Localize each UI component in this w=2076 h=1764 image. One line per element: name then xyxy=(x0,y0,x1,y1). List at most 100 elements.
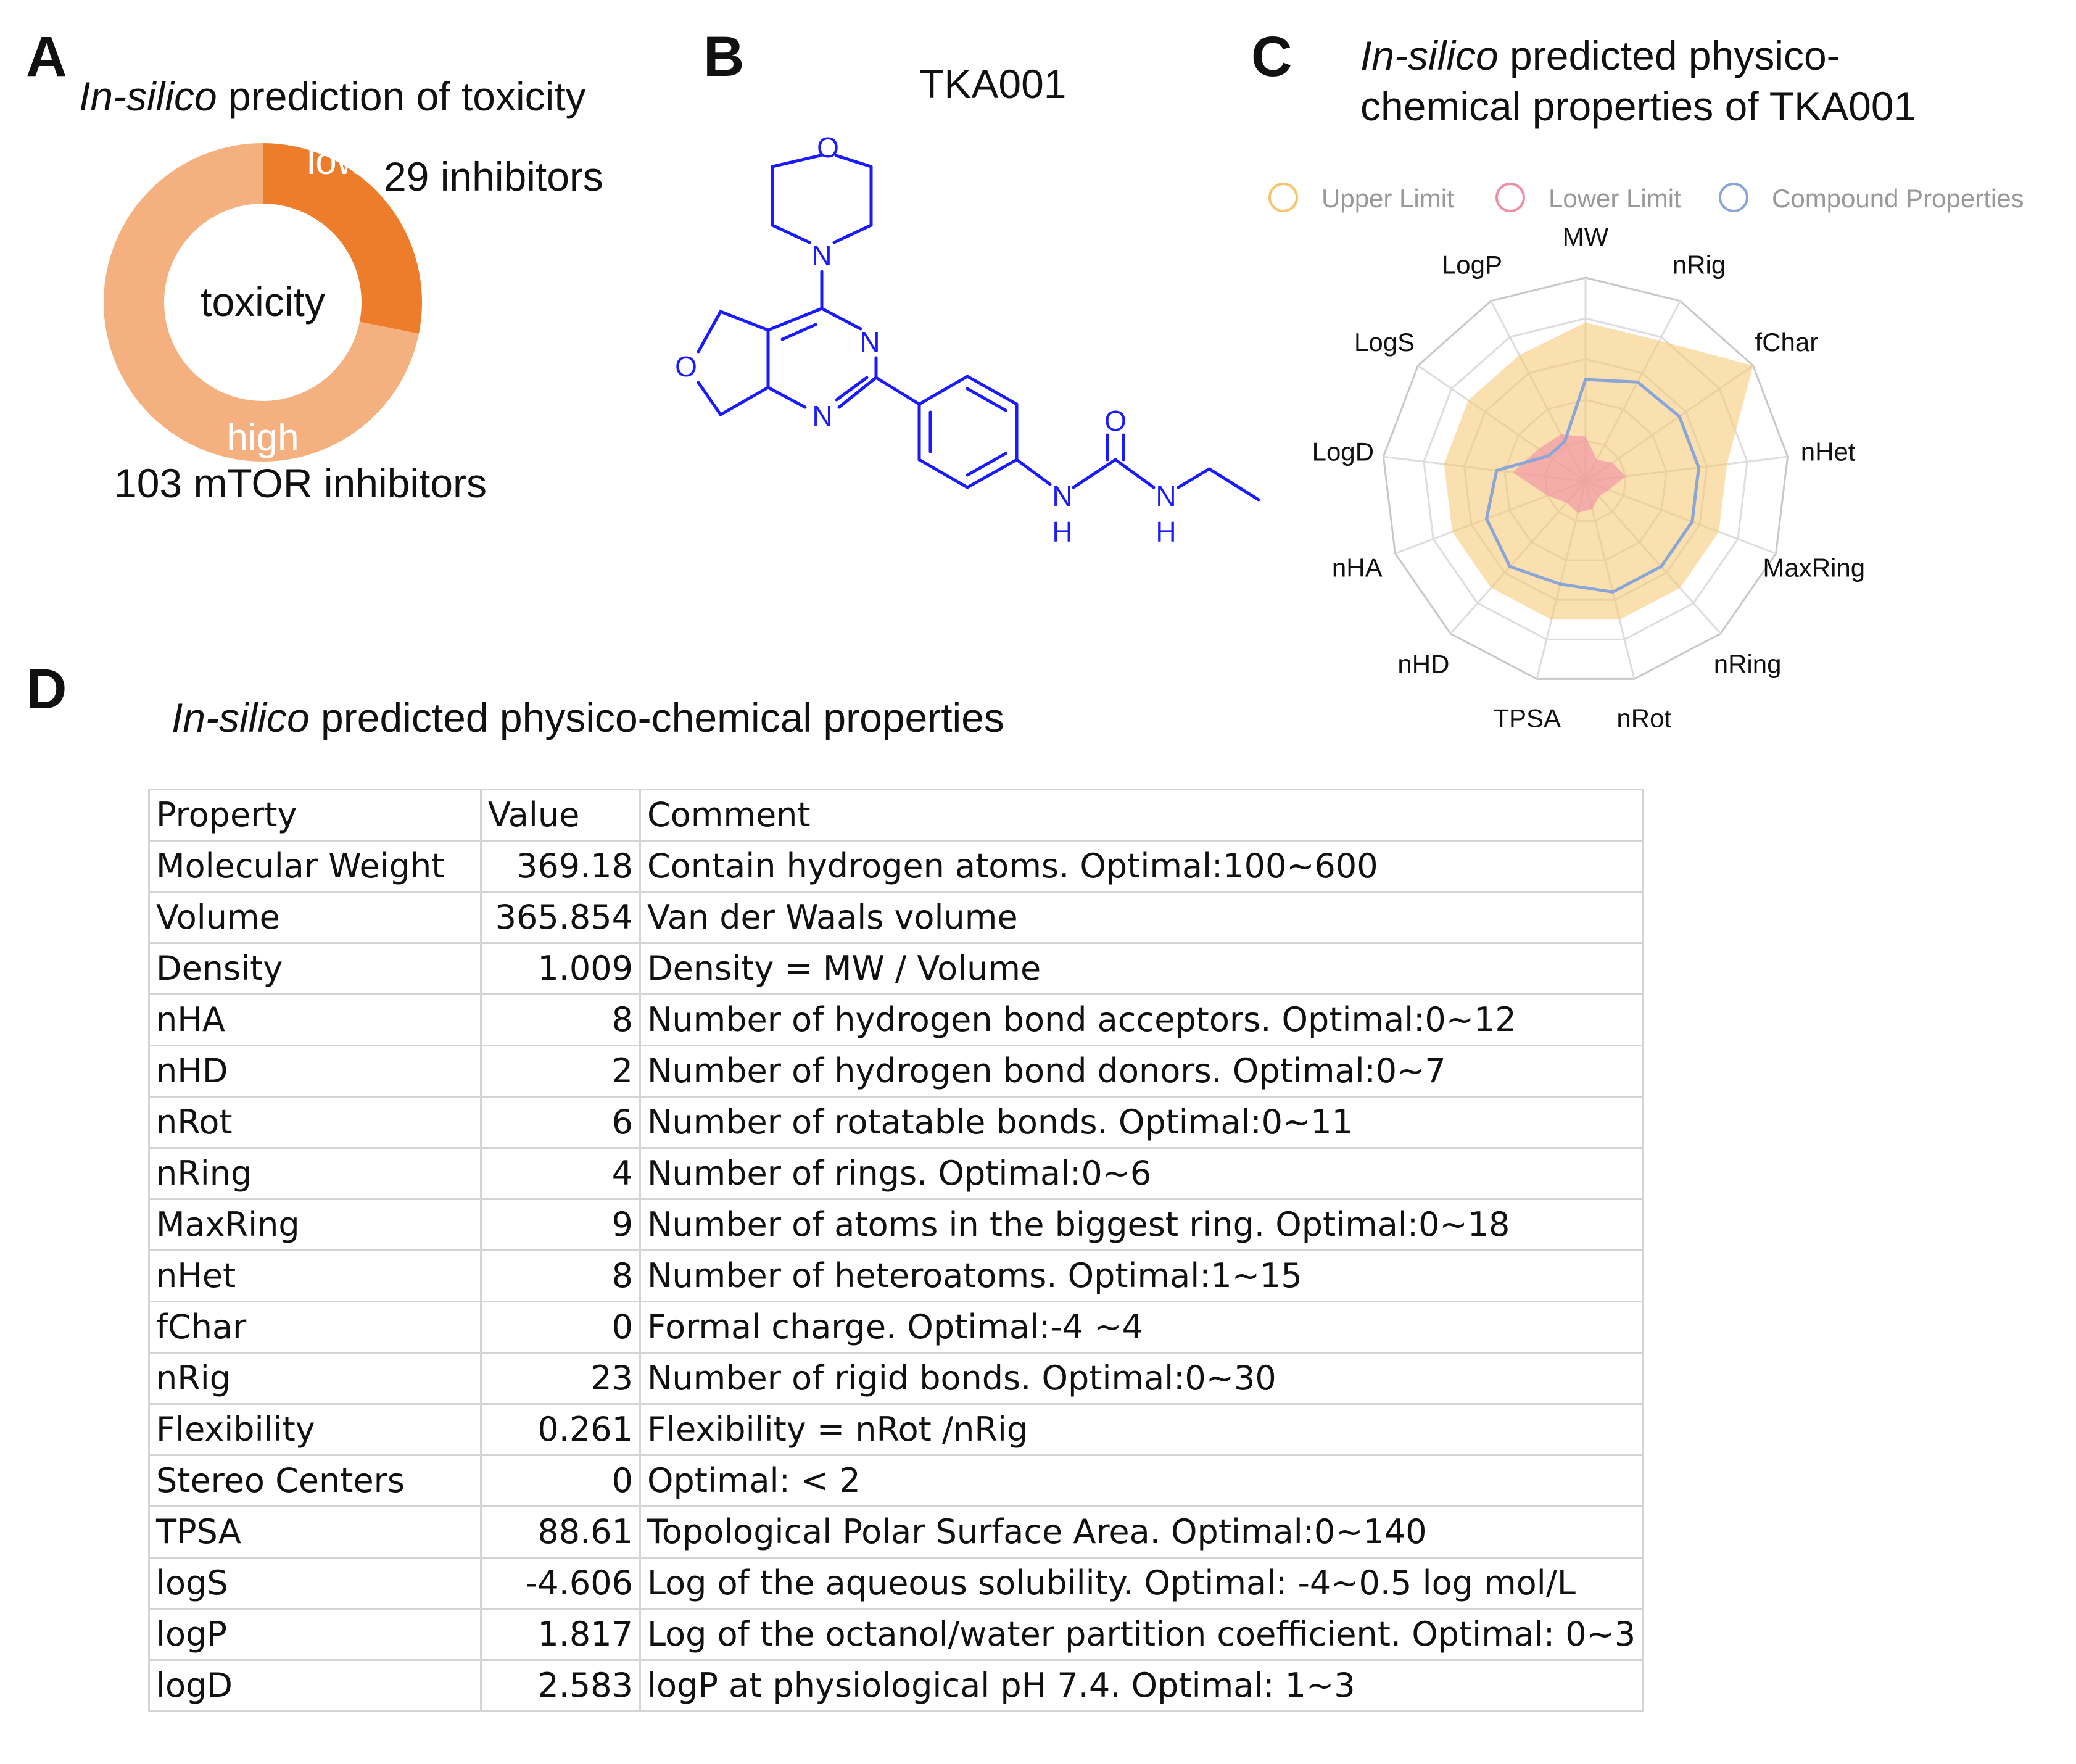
legend-lower-limit: Lower Limit xyxy=(1495,183,1681,213)
cell-property: nHet xyxy=(148,1249,482,1302)
annotation-total-count: 103 mTOR inhibitors xyxy=(114,460,487,506)
cell-value: 0 xyxy=(480,1454,641,1507)
atom-o-furan: O xyxy=(675,350,697,383)
radar-axis-label: LogP xyxy=(1442,250,1502,279)
atom-n-pyrimidine-top: N xyxy=(859,326,880,358)
cell-comment: Density = MW / Volume xyxy=(639,942,1644,995)
legend-compound-properties: Compound Properties xyxy=(1719,183,2024,213)
panel-a-title: In-silico prediction of toxicity xyxy=(79,73,586,120)
radar-axis-label: nHD xyxy=(1397,649,1449,678)
panel-c-title-line1: In-silico predicted physico- xyxy=(1360,32,1840,79)
radar-series-lower-limit xyxy=(1513,434,1626,513)
radar-chart: Upper Limit Lower Limit Compound Propert… xyxy=(1268,183,2024,732)
cell-value: 369.18 xyxy=(480,840,641,893)
radar-axis-label: TPSA xyxy=(1493,703,1561,732)
cell-property: TPSA xyxy=(148,1505,482,1559)
cell-value: 1.817 xyxy=(480,1608,641,1661)
svg-text:Upper Limit: Upper Limit xyxy=(1321,184,1454,213)
radar-axis-label: nHet xyxy=(1801,437,1856,466)
cell-property: MaxRing xyxy=(148,1198,482,1251)
panel-c-title-line2: chemical properties of TKA001 xyxy=(1360,83,1917,129)
svg-text:Lower Limit: Lower Limit xyxy=(1549,184,1681,213)
header-property: Property xyxy=(148,789,482,842)
cell-comment: Number of atoms in the biggest ring. Opt… xyxy=(639,1198,1644,1251)
atom-n-urea-1: N xyxy=(1052,480,1072,512)
cell-property: Density xyxy=(148,942,482,995)
donut-center-label: toxicity xyxy=(201,279,325,325)
atom-o-urea: O xyxy=(1104,405,1127,437)
cell-property: Stereo Centers xyxy=(148,1454,482,1507)
cell-comment: logP at physiological pH 7.4. Optimal: 1… xyxy=(639,1659,1644,1712)
legend-upper-limit: Upper Limit xyxy=(1268,183,1454,213)
cell-property: Flexibility xyxy=(148,1403,482,1456)
atom-h-urea-2: H xyxy=(1156,516,1176,548)
radar-axis-label: nRing xyxy=(1714,649,1782,678)
cell-property: logP xyxy=(148,1608,482,1661)
cell-value: 1.009 xyxy=(480,942,641,995)
cell-property: nHA xyxy=(148,993,482,1046)
molecule-structure: O N N N O N H O N H xyxy=(675,131,1260,548)
radar-grid-ring xyxy=(1382,276,1789,680)
panel-c-title-italic: In-silico xyxy=(1360,33,1499,78)
cell-property: logS xyxy=(148,1557,482,1610)
cell-comment: Formal charge. Optimal:-4 ~4 xyxy=(639,1301,1644,1354)
cell-comment: Number of heteroatoms. Optimal:1~15 xyxy=(639,1249,1644,1302)
cell-value: 6 xyxy=(480,1096,641,1149)
panel-letter-c: C xyxy=(1251,25,1292,88)
panel-d-title-italic: In-silico xyxy=(172,695,310,740)
panel-letter-a: A xyxy=(26,25,67,88)
cell-property: nRig xyxy=(148,1352,482,1405)
panel-c-title-rest: predicted physico- xyxy=(1498,33,1840,78)
radar-legend: Upper Limit Lower Limit Compound Propert… xyxy=(1268,183,2024,213)
cell-value: 2.583 xyxy=(480,1659,641,1712)
cell-value: 0 xyxy=(480,1301,641,1354)
radar-axis-label: nRig xyxy=(1673,250,1726,279)
cell-comment: Optimal: < 2 xyxy=(639,1454,1644,1507)
cell-property: Volume xyxy=(148,891,482,944)
donut-slice-high xyxy=(103,143,419,462)
cell-comment: Number of rings. Optimal:0~6 xyxy=(639,1147,1644,1200)
cell-property: logD xyxy=(148,1659,482,1712)
radar-axis-label: MaxRing xyxy=(1763,553,1865,582)
cell-comment: Flexibility = nRot /nRig xyxy=(639,1403,1644,1456)
cell-value: 2 xyxy=(480,1045,641,1098)
annotation-low-count: 29 inhibitors xyxy=(384,154,603,199)
cell-property: nRot xyxy=(148,1096,482,1149)
panel-d-title-rest: predicted physico-chemical properties xyxy=(309,695,1004,740)
svg-text:Compound Properties: Compound Properties xyxy=(1772,184,2024,213)
cell-value: 88.61 xyxy=(480,1505,641,1559)
cell-comment: Log of the octanol/water partition coeff… xyxy=(639,1608,1644,1661)
header-comment: Comment xyxy=(639,789,1644,842)
cell-comment: Topological Polar Surface Area. Optimal:… xyxy=(639,1505,1644,1559)
cell-value: -4.606 xyxy=(480,1557,641,1610)
atom-o-morpholine: O xyxy=(817,131,839,164)
header-value: Value xyxy=(480,789,641,842)
radar-axis-label: LogD xyxy=(1312,437,1374,466)
cell-comment: Number of rigid bonds. Optimal:0~30 xyxy=(639,1352,1644,1405)
cell-comment: Contain hydrogen atoms. Optimal:100~600 xyxy=(639,840,1644,893)
toxicity-donut-chart: toxicity low high xyxy=(103,140,422,462)
cell-comment: Number of rotatable bonds. Optimal:0~11 xyxy=(639,1096,1644,1149)
cell-value: 0.261 xyxy=(480,1403,641,1456)
compound-name: TKA001 xyxy=(919,61,1067,107)
slice-label-low: low xyxy=(307,140,364,183)
cell-property: Molecular Weight xyxy=(148,840,482,893)
cell-comment: Log of the aqueous solubility. Optimal: … xyxy=(639,1557,1644,1610)
panel-letter-b: B xyxy=(703,25,745,88)
radar-axis-label: nHA xyxy=(1332,553,1383,582)
panel-d-title: In-silico predicted physico-chemical pro… xyxy=(172,694,1004,741)
atom-n-pyrimidine-bottom: N xyxy=(812,400,832,432)
panel-a-title-rest: prediction of toxicity xyxy=(217,73,586,119)
slice-label-high: high xyxy=(226,416,299,459)
cell-value: 8 xyxy=(480,1249,641,1302)
